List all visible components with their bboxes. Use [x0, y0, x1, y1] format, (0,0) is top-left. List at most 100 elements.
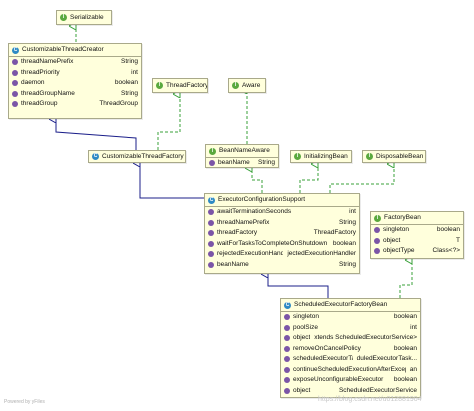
property-name: threadGroup — [21, 100, 58, 107]
edge-support-factory — [140, 163, 204, 199]
property-icon — [284, 314, 290, 321]
property-type: xtends ScheduledExecutorService> — [314, 334, 417, 341]
property-row[interactable]: beanName String — [206, 158, 278, 169]
property-type: String — [258, 159, 275, 166]
node-title: CustomizableThreadFactory — [102, 152, 184, 160]
property-name: beanName — [218, 159, 250, 166]
property-name: threadFactory — [217, 229, 258, 236]
property-row[interactable]: threadFactory ThreadFactory — [205, 228, 359, 239]
node-title: FactoryBean — [384, 214, 421, 221]
property-icon — [284, 387, 290, 394]
property-icon — [284, 356, 290, 363]
class-icon: C — [12, 46, 19, 54]
property-type: int — [410, 323, 417, 331]
property-type: String — [121, 89, 138, 97]
property-icon — [284, 335, 290, 342]
node-title: DisposableBean — [376, 152, 424, 160]
node-initializing-bean[interactable]: I InitializingBean — [290, 150, 352, 163]
node-header: I BeanNameAware — [206, 145, 278, 158]
property-type: T — [456, 236, 460, 244]
property-type: String — [339, 260, 356, 268]
property-name: threadGroupName — [21, 89, 75, 97]
property-name: objectType — [293, 334, 310, 341]
property-name: object — [293, 386, 311, 394]
node-disposable-bean[interactable]: I DisposableBean — [362, 150, 426, 163]
property-icon — [374, 248, 380, 255]
interface-icon: I — [366, 153, 373, 160]
node-executor-configuration-support[interactable]: C ExecutorConfigurationSupport awaitTerm… — [204, 193, 360, 274]
property-row[interactable]: continueScheduledExecutionAfterException… — [281, 365, 420, 376]
property-icon — [284, 324, 290, 331]
property-icon — [208, 230, 214, 237]
node-aware[interactable]: I Aware — [228, 78, 266, 93]
interface-icon: I — [374, 214, 381, 222]
interface-icon: I — [60, 14, 67, 21]
property-name: continueScheduledExecutionAfterException — [293, 365, 406, 373]
property-type: Class<?> — [432, 247, 460, 254]
property-name: waitForTasksToCompleteOnShutdown — [217, 239, 328, 247]
node-serializable[interactable]: I Serializable — [56, 10, 112, 25]
property-row[interactable]: poolSize int — [281, 323, 420, 334]
property-name: threadNamePrefix — [21, 58, 74, 65]
property-name: scheduledExecutorTasks — [293, 355, 353, 362]
property-row[interactable]: objectType xtends ScheduledExecutorServic… — [281, 333, 420, 344]
property-type: boolean — [393, 376, 417, 383]
property-type: an — [409, 365, 417, 373]
property-row[interactable]: waitForTasksToCompleteOnShutdown boolean — [205, 239, 359, 250]
node-title: InitializingBean — [304, 152, 348, 160]
property-type: ThreadFactory — [313, 229, 356, 236]
property-icon — [12, 80, 18, 87]
node-title: ExecutorConfigurationSupport — [218, 196, 306, 203]
edge-factory-creator — [56, 119, 137, 150]
class-icon: C — [92, 153, 99, 160]
property-type: int — [349, 208, 356, 215]
property-name: removeOnCancelPolicy — [293, 344, 361, 352]
property-name: awaitTerminationSeconds — [217, 208, 292, 215]
property-icon — [208, 261, 214, 268]
node-header: C CustomizableThreadFactory — [89, 151, 185, 162]
node-bean-name-aware[interactable]: I BeanNameAware beanName String — [205, 144, 279, 168]
node-thread-factory[interactable]: I ThreadFactory — [152, 78, 208, 93]
property-name: daemon — [21, 79, 45, 86]
property-row[interactable]: rejectedExecutionHandlerjectedExecutionH… — [205, 249, 359, 260]
property-name: beanName — [217, 260, 249, 268]
node-scheduled-executor-factory-bean[interactable]: C ScheduledExecutorFactoryBean singleton… — [280, 298, 421, 398]
property-row[interactable]: scheduledExecutorTasksduledExecutorTask.… — [281, 354, 420, 365]
property-name: poolSize — [293, 323, 318, 331]
property-type: String — [339, 218, 356, 226]
property-row[interactable]: threadGroupName String — [9, 89, 141, 100]
property-type: boolean — [332, 239, 356, 247]
edge-support-initializing — [299, 164, 319, 193]
property-icon — [209, 160, 215, 167]
edge-scheduled-support — [268, 274, 329, 298]
property-type: jectedExecutionHandler — [287, 250, 356, 257]
property-row[interactable]: awaitTerminationSeconds int — [205, 207, 359, 218]
property-icon — [208, 240, 214, 247]
property-name: threadPriority — [21, 68, 60, 76]
node-header: I Aware — [229, 79, 265, 92]
property-icon — [284, 377, 290, 384]
node-customizable-thread-creator[interactable]: C CustomizableThreadCreator threadNamePr… — [8, 43, 142, 119]
property-name: singleton — [383, 226, 410, 233]
property-icon — [208, 209, 214, 216]
property-row[interactable]: beanName String — [205, 260, 359, 271]
edge-factory-threadfactory — [157, 94, 181, 150]
node-header: I InitializingBean — [291, 151, 351, 162]
node-customizable-thread-factory[interactable]: C CustomizableThreadFactory — [88, 150, 186, 163]
interface-icon: I — [232, 82, 239, 89]
property-name: rejectedExecutionHandler — [217, 250, 284, 257]
node-title: Serializable — [70, 13, 104, 21]
